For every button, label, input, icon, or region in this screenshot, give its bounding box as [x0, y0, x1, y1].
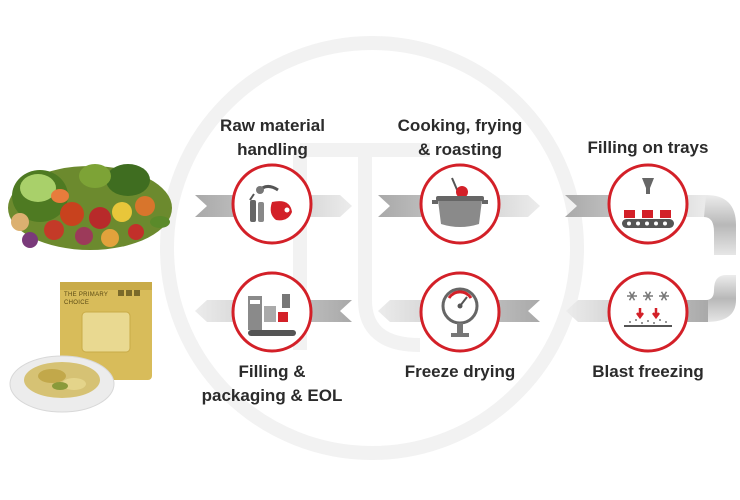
step-label-blast-freezing: Blast freezing: [592, 362, 704, 381]
step-label-cooking: Cooking, frying & roasting: [397, 116, 523, 159]
step-label-raw-material: Raw material handling: [220, 116, 325, 159]
packaging-machine-icon: [248, 294, 296, 336]
pressure-gauge-icon: [441, 287, 479, 337]
step-label-filling-trays: Filling on trays: [587, 138, 709, 157]
pouch-brand-line2: CHOICE: [64, 300, 90, 306]
plate-image: [9, 355, 115, 413]
step-label-freeze-drying: Freeze drying: [404, 362, 516, 381]
pouch-brand-line1: THE PRIMARY: [64, 292, 109, 298]
vegetables-image: [8, 164, 172, 250]
snowflake-freezer-icon: [624, 291, 672, 327]
circle-filling-trays: [607, 163, 689, 245]
step-label-packaging: Filling & packaging & EOL: [201, 362, 343, 405]
circle-freeze-drying: [419, 271, 501, 353]
tray-conveyor-icon: [622, 178, 674, 228]
cooking-pot-icon: [432, 177, 488, 227]
u-turn-arrow: [704, 195, 736, 255]
food-pouch-image: [60, 282, 152, 380]
raw-material-icon: [249, 185, 292, 222]
circle-blast-freezing: [607, 271, 689, 353]
u-turn-arrow-lower: [706, 275, 736, 322]
